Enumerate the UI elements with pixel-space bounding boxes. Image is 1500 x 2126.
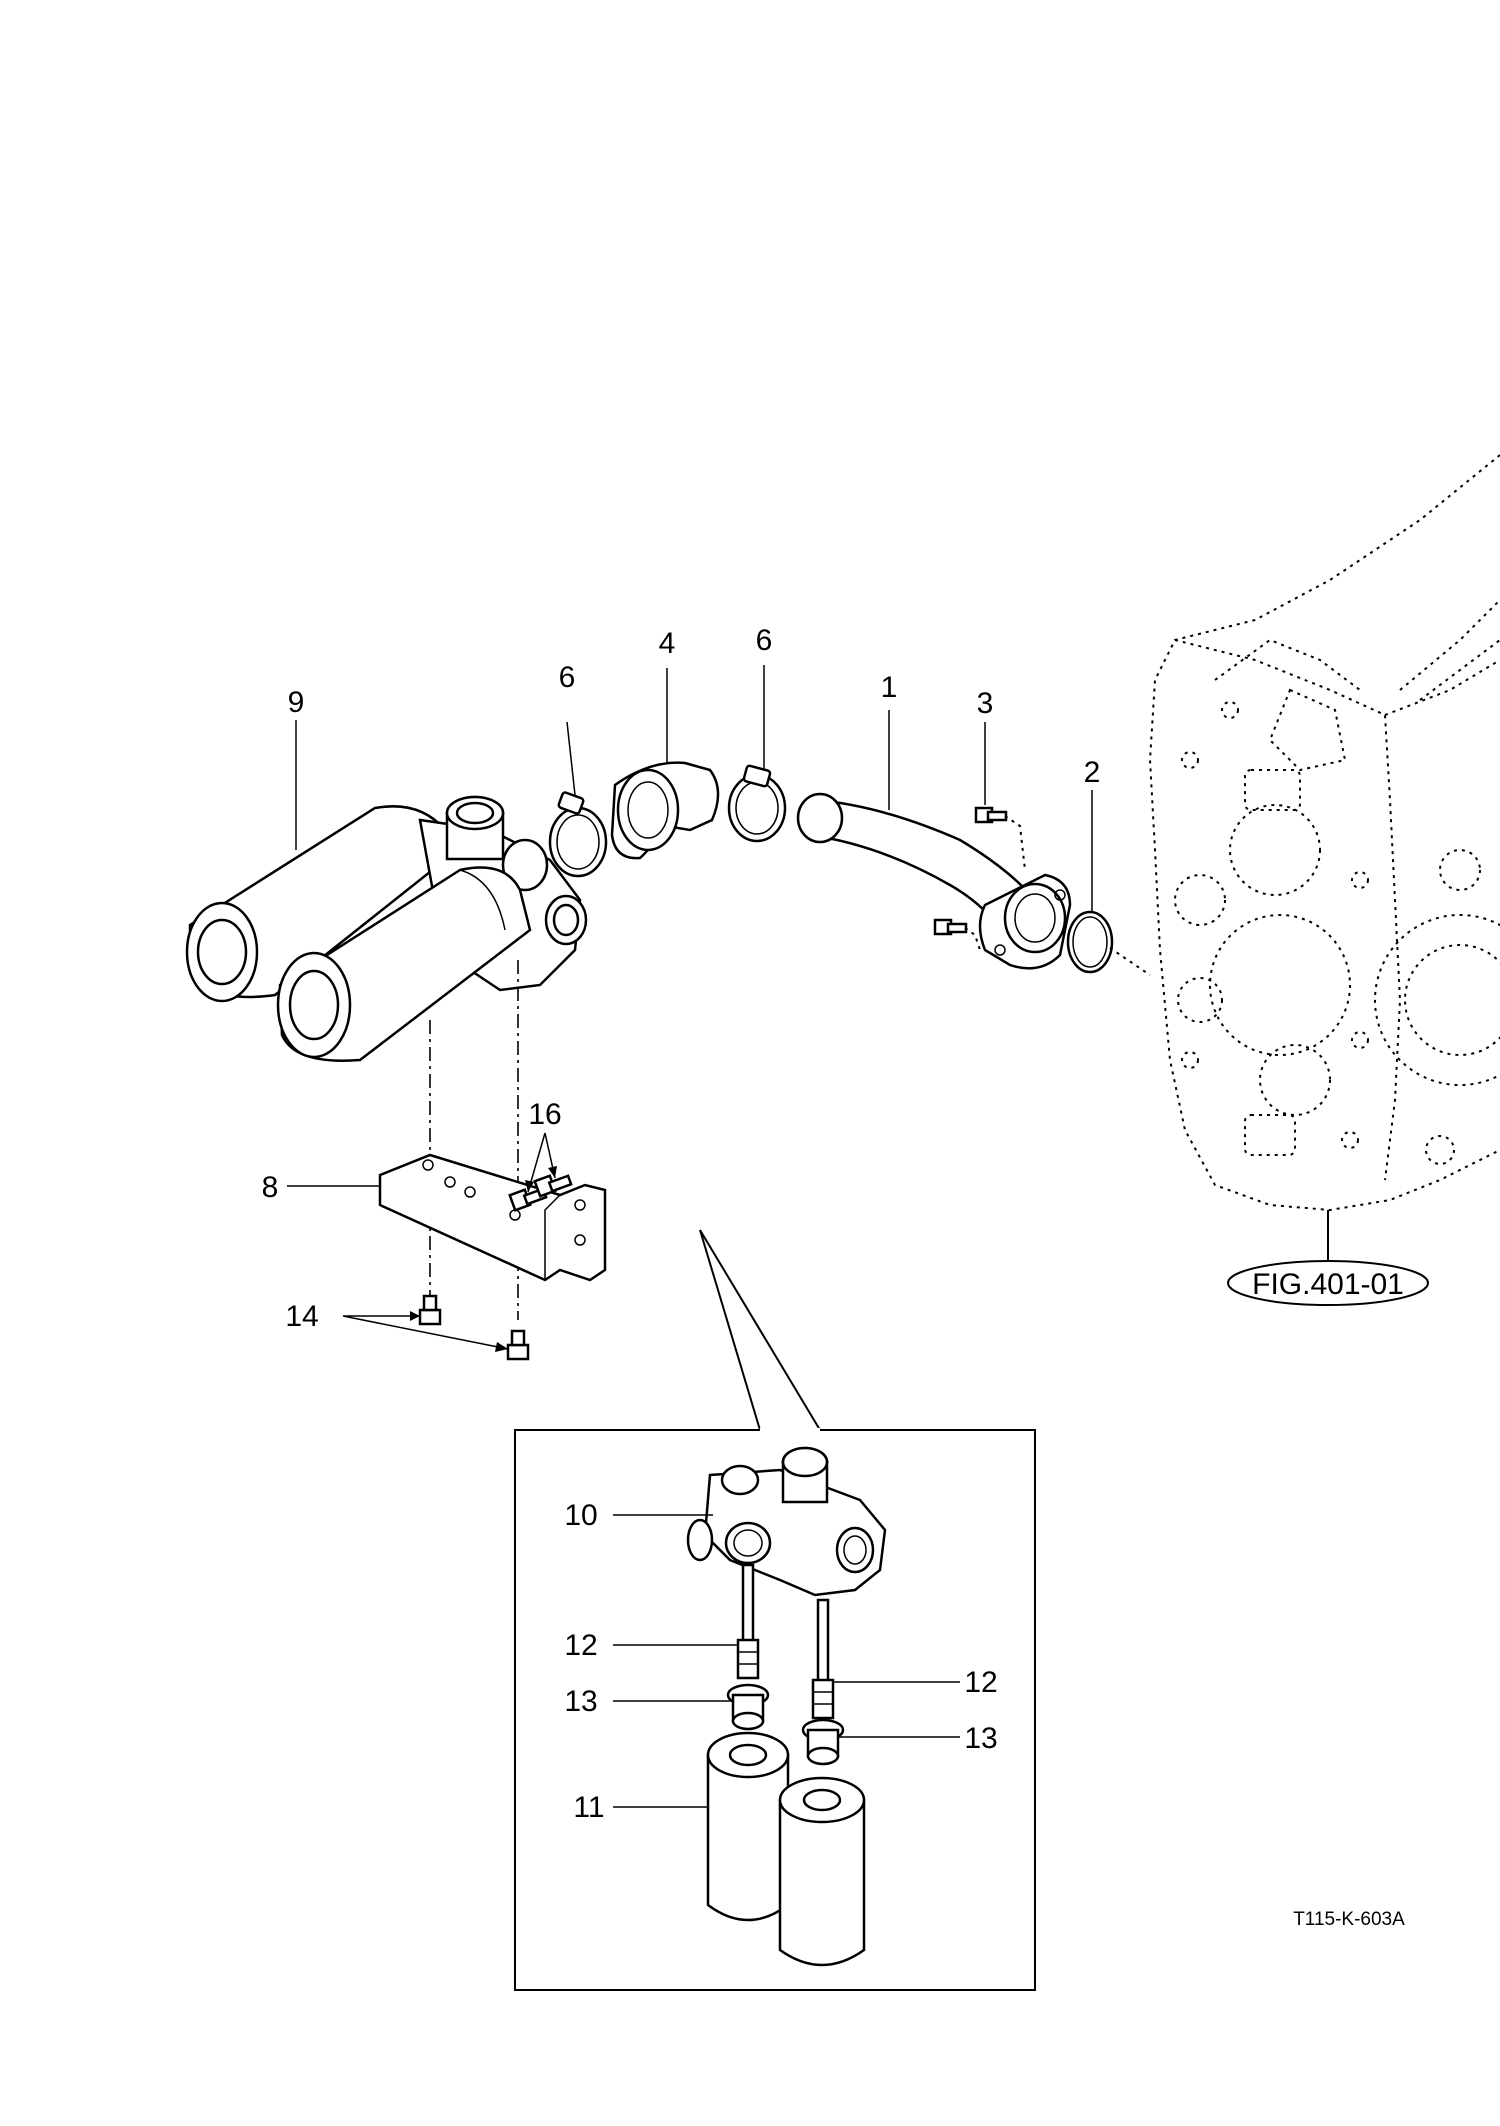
transmission-housing — [1148, 454, 1500, 1212]
bolt-14 — [418, 1294, 530, 1361]
figure-reference[interactable]: FIG.401-01 — [1252, 1268, 1404, 1301]
callout-13-left[interactable]: 13 — [564, 1685, 597, 1718]
callout-16[interactable]: 16 — [528, 1098, 561, 1131]
detail-pointer-right — [699, 1229, 821, 1431]
callout-2[interactable]: 2 — [1084, 756, 1101, 789]
callout-13-right[interactable]: 13 — [964, 1722, 997, 1755]
oil-filter-assembly-9 — [185, 795, 588, 1062]
elbow-hose-4 — [610, 761, 720, 860]
callout-1[interactable]: 1 — [881, 671, 898, 704]
figure-reference-oval — [1227, 1260, 1429, 1306]
bolt-3-upper — [974, 806, 1026, 871]
callout-12-right[interactable]: 12 — [964, 1666, 997, 1699]
hose-clamp-6-left — [548, 791, 608, 878]
callout-12-left[interactable]: 12 — [564, 1629, 597, 1662]
bolt-3-lower — [933, 918, 981, 951]
bypass-valve-12-right — [811, 1598, 835, 1720]
callout-6-right[interactable]: 6 — [756, 624, 773, 657]
mounting-bracket-8 — [378, 1153, 607, 1282]
callout-3[interactable]: 3 — [977, 687, 994, 720]
nipple-13-left — [726, 1683, 770, 1731]
nipple-13-right — [801, 1718, 845, 1766]
drawing-id: T115-K-603A — [1293, 1909, 1405, 1930]
callout-4[interactable]: 4 — [659, 627, 676, 660]
callout-6-left[interactable]: 6 — [559, 661, 576, 694]
o-ring-2 — [1066, 910, 1151, 976]
leader-lines — [287, 665, 1093, 1808]
arrowhead — [410, 1311, 420, 1321]
callout-9[interactable]: 9 — [288, 686, 305, 719]
filter-cartridge-11-right — [778, 1776, 866, 1967]
callout-10[interactable]: 10 — [564, 1499, 597, 1532]
callout-14[interactable]: 14 — [285, 1300, 318, 1333]
detail-pointer-left — [699, 1229, 761, 1431]
arrowhead — [495, 1342, 508, 1352]
callout-11[interactable]: 11 — [573, 1791, 604, 1824]
hose-clamp-6-right — [727, 764, 787, 843]
filter-head-10 — [686, 1446, 887, 1597]
bypass-valve-12-left — [736, 1563, 760, 1680]
oil-pipe-1 — [796, 792, 1072, 970]
arrowhead — [525, 1180, 534, 1192]
arrowhead — [548, 1166, 557, 1178]
bolt-16 — [508, 1174, 573, 1212]
callout-8[interactable]: 8 — [262, 1171, 279, 1204]
filter-cartridge-11-left — [706, 1731, 790, 1922]
